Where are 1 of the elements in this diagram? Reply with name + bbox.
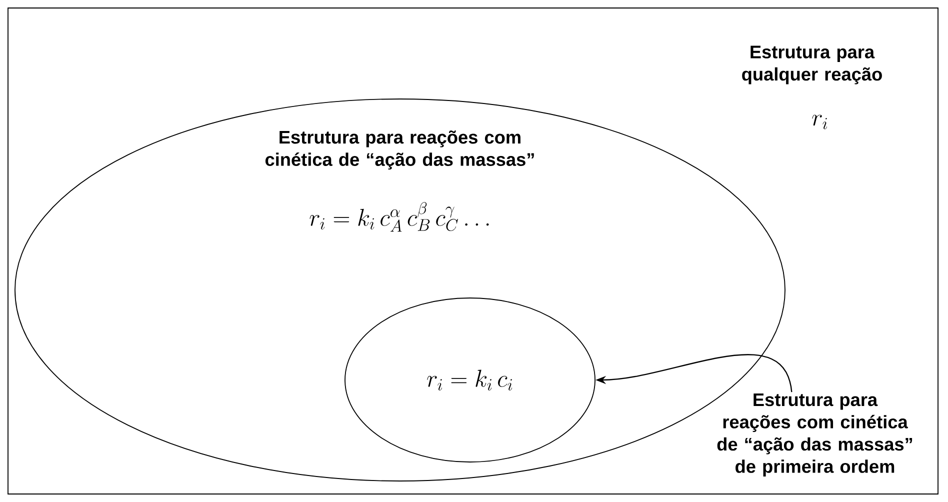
- text-label: Estrutura para reações com cinética de “ação das massas” de primeira ordem: [717, 393, 912, 477]
